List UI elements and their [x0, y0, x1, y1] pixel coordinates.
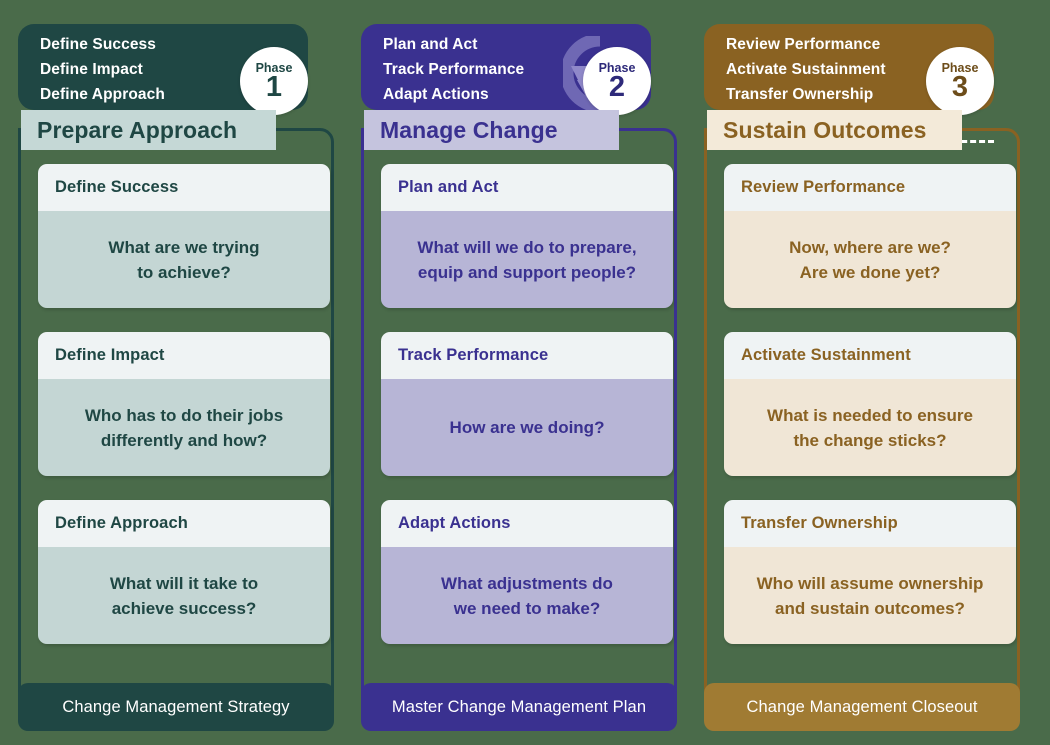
card-heading: Define Success	[55, 178, 179, 196]
phase-footer-2[interactable]: Master Change Management Plan	[361, 683, 677, 731]
card-heading-wrap: Activate Sustainment	[724, 332, 1016, 379]
card-heading-wrap: Transfer Ownership	[724, 500, 1016, 547]
card-heading-wrap: Define Approach	[38, 500, 330, 547]
card-question: What will we do to prepare,equip and sup…	[417, 237, 637, 282]
phase-footer-label: Change Management Closeout	[746, 697, 978, 716]
phase-badge-word: Phase	[255, 61, 293, 75]
card-heading: Review Performance	[741, 178, 906, 196]
card-heading-wrap: Define Impact	[38, 332, 330, 379]
card-question: Now, where are we?Are we done yet?	[789, 237, 951, 282]
phase-title-band-1: Prepare Approach	[21, 110, 276, 150]
phase-badge-2: Phase 2	[583, 47, 651, 115]
phase-card[interactable]: Plan and Act What will we do to prepare,…	[381, 164, 673, 308]
phase-title: Manage Change	[380, 116, 558, 143]
phase-footer-label: Change Management Strategy	[62, 697, 290, 716]
phase-badge-word: Phase	[941, 61, 979, 75]
phase-footer-3[interactable]: Change Management Closeout	[704, 683, 1020, 731]
card-body: Now, where are we?Are we done yet?	[724, 211, 1016, 308]
phase-badge-1: Phase 1	[240, 47, 308, 115]
phase-footer-label: Master Change Management Plan	[391, 697, 647, 716]
phase-card[interactable]: Activate Sustainment What is needed to e…	[724, 332, 1016, 476]
phase-badge-3: Phase 3	[926, 47, 994, 115]
phase-task-label: Define Approach	[40, 85, 165, 103]
phase-task-label: Define Success	[40, 36, 156, 53]
card-heading-wrap: Track Performance	[381, 332, 673, 379]
phase-column-2: Plan and Act Track Performance Adapt Act…	[361, 24, 679, 731]
phase-card[interactable]: Review Performance Now, where are we?Are…	[724, 164, 1016, 308]
phase-footer-1[interactable]: Change Management Strategy	[18, 683, 334, 731]
phase-card[interactable]: Transfer Ownership Who will assume owner…	[724, 500, 1016, 644]
phase-badge-number: 1	[265, 71, 283, 103]
phase-title-band-3: Sustain Outcomes	[707, 110, 962, 150]
phase-task-label: Track Performance	[383, 60, 525, 78]
card-heading: Plan and Act	[398, 178, 499, 196]
card-heading: Track Performance	[398, 346, 549, 364]
phase-card[interactable]: Track Performance How are we doing?	[381, 332, 673, 476]
phase-title-band-2: Manage Change	[364, 110, 619, 150]
phase-task-label: Review Performance	[726, 36, 881, 53]
card-heading-wrap: Plan and Act	[381, 164, 673, 211]
phase-task-label: Adapt Actions	[383, 85, 489, 103]
card-question: How are we doing?	[449, 418, 605, 437]
card-list-3: Review Performance Now, where are we?Are…	[724, 164, 1016, 668]
phase-badge-number: 2	[608, 71, 626, 103]
phase-badge-number: 3	[951, 71, 969, 103]
phase-title: Prepare Approach	[37, 116, 238, 143]
card-heading-wrap: Adapt Actions	[381, 500, 673, 547]
phase-task-label: Plan and Act	[383, 36, 478, 53]
phase-title: Sustain Outcomes	[723, 116, 927, 143]
phase-task-label: Transfer Ownership	[726, 85, 874, 103]
card-heading-wrap: Review Performance	[724, 164, 1016, 211]
phase-column-3: Review Performance Activate Sustainment …	[704, 24, 1022, 731]
card-body: How are we doing?	[381, 379, 673, 476]
phase-badge-word: Phase	[598, 61, 636, 75]
card-heading-wrap: Define Success	[38, 164, 330, 211]
card-list-2: Plan and Act What will we do to prepare,…	[381, 164, 673, 668]
phase-task-label: Define Impact	[40, 60, 143, 78]
phase-column-1: Define Success Define Impact Define Appr…	[18, 24, 336, 731]
phase-task-label: Activate Sustainment	[726, 60, 886, 78]
card-heading: Define Impact	[55, 346, 165, 364]
card-heading: Define Approach	[55, 514, 188, 532]
card-heading: Adapt Actions	[398, 514, 511, 532]
card-body: What will we do to prepare,equip and sup…	[381, 211, 673, 308]
card-heading: Transfer Ownership	[741, 514, 898, 532]
card-heading: Activate Sustainment	[741, 346, 911, 364]
